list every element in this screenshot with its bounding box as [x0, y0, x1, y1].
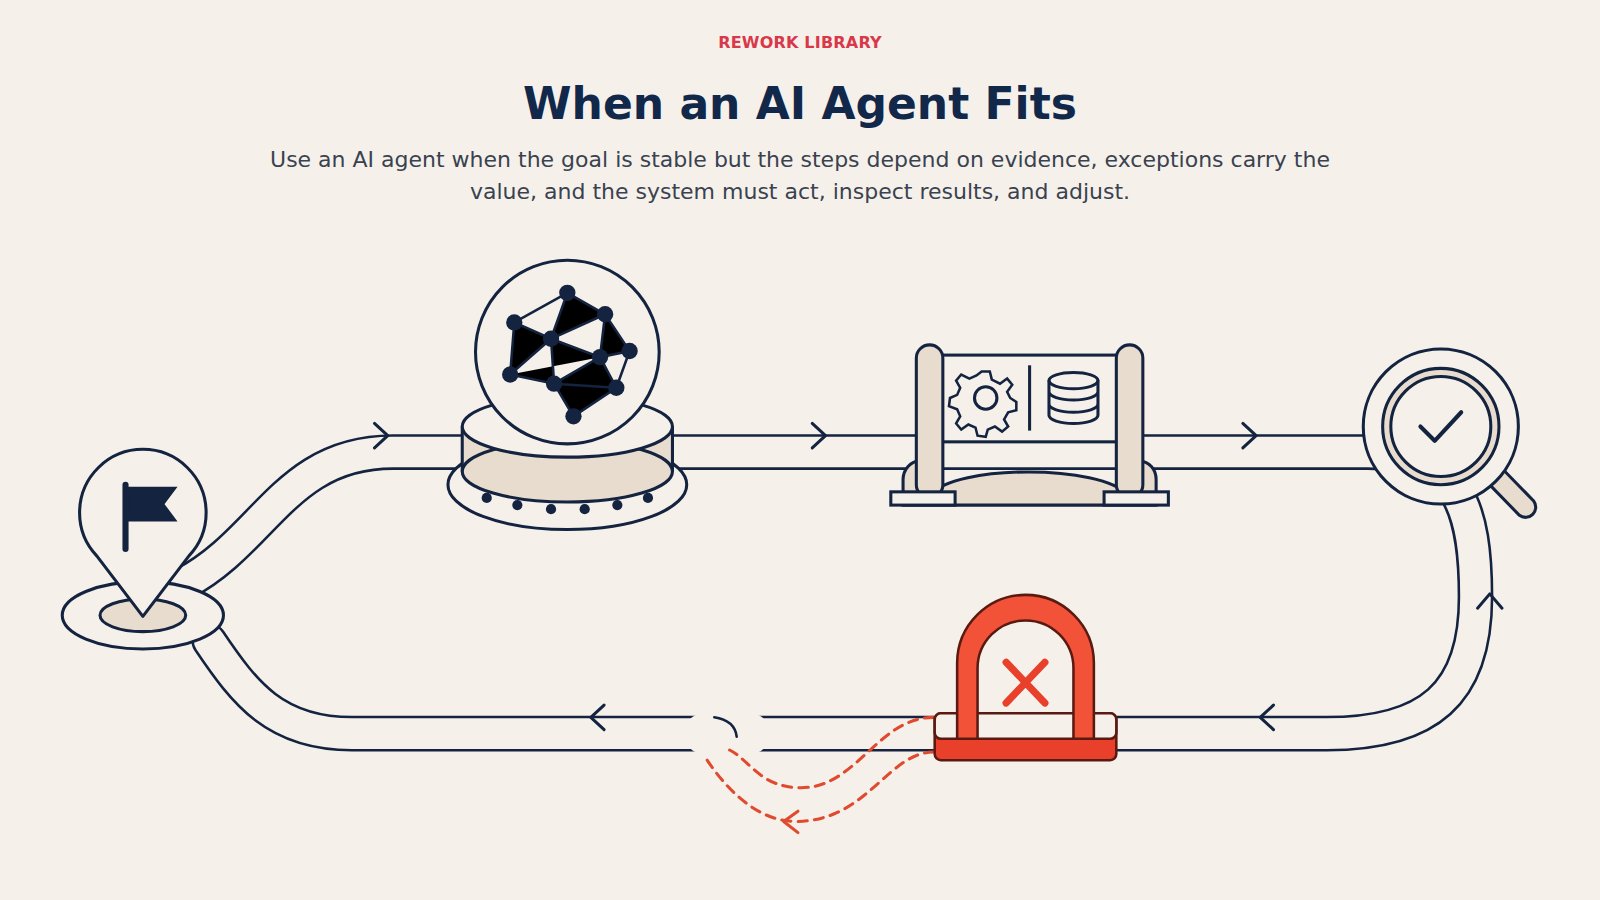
detour-path	[730, 717, 934, 787]
road-edge	[714, 717, 736, 736]
exception-gate	[935, 595, 1117, 760]
page-caption: Use an AI agent when the goal is stable …	[255, 144, 1345, 208]
road-gap	[704, 713, 750, 754]
start-pin	[62, 449, 223, 649]
kicker-label: REWORK LIBRARY	[0, 33, 1600, 52]
road-outline	[184, 452, 1476, 734]
detour-arrow	[784, 811, 798, 832]
road-surface	[184, 452, 1476, 734]
ai-model-sphere	[448, 260, 687, 529]
tools-gate	[891, 345, 1169, 505]
detour-path	[707, 752, 934, 821]
page-title: When an AI Agent Fits	[0, 78, 1600, 129]
inspect-magnifier	[1363, 349, 1535, 517]
